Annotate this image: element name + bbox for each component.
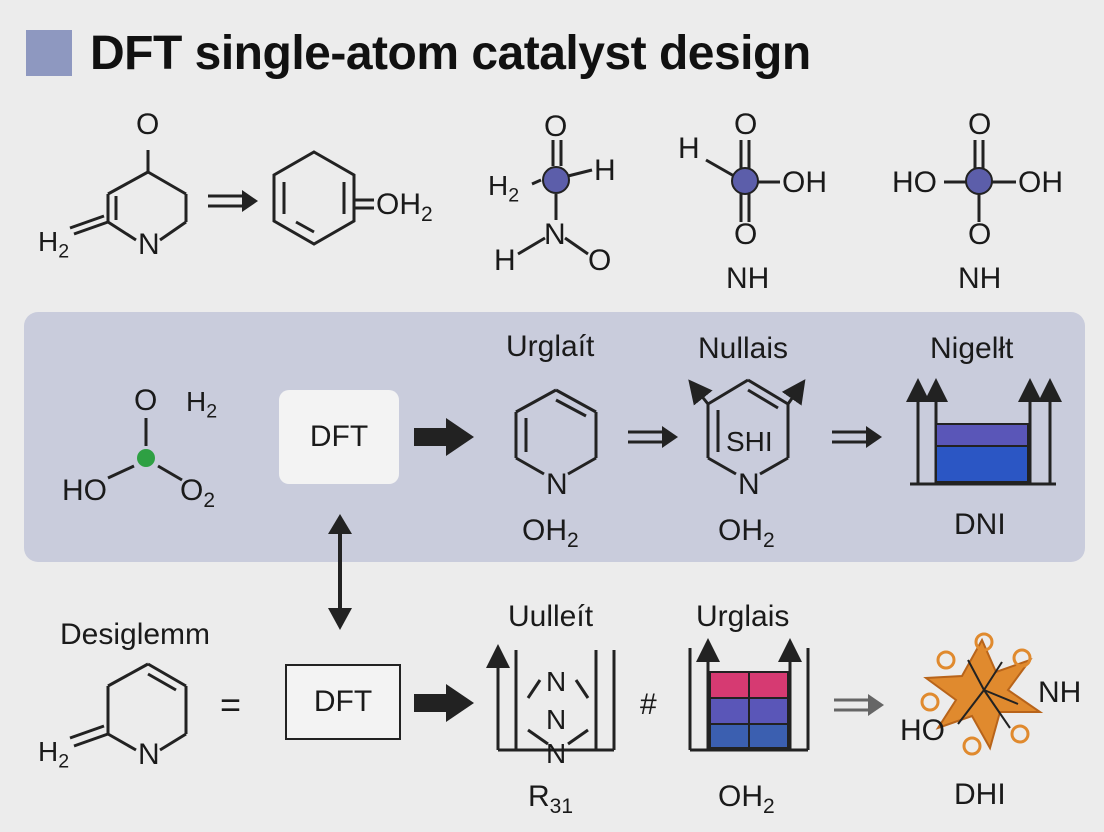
mol5-structure bbox=[944, 140, 1016, 222]
mol4-o-bottom-label: O bbox=[734, 218, 758, 251]
mol3-structure bbox=[517, 140, 593, 256]
mol2-oh2-label: OH2 bbox=[376, 188, 433, 226]
mol5-caption: NH bbox=[958, 262, 1002, 295]
mid-double-arrow-2 bbox=[628, 426, 678, 448]
mol5-ho-label: HO bbox=[892, 166, 937, 199]
mol5-oh-label: OH bbox=[1018, 166, 1063, 199]
mol3-o-bottom-label: O bbox=[588, 244, 612, 277]
bottom-step3-caption: DHI bbox=[954, 778, 1006, 811]
dft-box-middle: DFT bbox=[279, 390, 399, 484]
bottom-row-label: Desiglemm bbox=[60, 618, 211, 651]
mol1-pyridone-structure bbox=[69, 150, 188, 242]
bottom-step1-caption: R31 bbox=[528, 780, 574, 818]
step3-caption: DNI bbox=[954, 508, 1006, 541]
mid-mol-structure bbox=[107, 418, 183, 482]
mol3-n-label: N bbox=[544, 218, 566, 251]
mol3-metal-atom-icon bbox=[542, 166, 570, 194]
bottom-column-1 bbox=[486, 644, 616, 752]
bottom-mol-h2-label: H2 bbox=[38, 736, 70, 773]
mol4-oh-label: OH bbox=[782, 166, 827, 199]
mol1-o-label: O bbox=[136, 108, 160, 141]
bottom-mol-structure bbox=[69, 662, 188, 752]
mol5-o-bottom-label: O bbox=[968, 218, 992, 251]
mol4-metal-atom-icon bbox=[731, 167, 759, 195]
mol3-o-top-label: O bbox=[544, 110, 568, 143]
mid-mol-h2-label: H2 bbox=[186, 386, 218, 423]
bottom-step2-caption: OH2 bbox=[718, 780, 775, 818]
title-square-icon bbox=[26, 30, 72, 76]
step3-title: Nigelłt bbox=[930, 332, 1014, 365]
mol4-structure bbox=[705, 140, 780, 222]
mol1-n-label: N bbox=[138, 228, 160, 261]
bottom-step3-nh-label: NH bbox=[1038, 676, 1082, 709]
mid-arrow-1 bbox=[414, 418, 474, 456]
mol3-h-bottom-label: H bbox=[494, 244, 516, 277]
vertical-double-arrow bbox=[328, 514, 352, 630]
mid-mol-ho-label: HO bbox=[62, 474, 107, 507]
mol4-o-top-label: O bbox=[734, 108, 758, 141]
step1-n-label: N bbox=[546, 468, 568, 501]
step1-caption: OH2 bbox=[522, 514, 579, 552]
bottom-step1-n-mid: N bbox=[546, 704, 567, 735]
mol2-benzene-structure bbox=[272, 150, 374, 246]
mid-green-atom-icon bbox=[137, 449, 155, 467]
bottom-double-arrow bbox=[834, 694, 884, 716]
step2-n-label: N bbox=[738, 468, 760, 501]
equals-sign: = bbox=[220, 684, 242, 725]
mol5-o-top-label: O bbox=[968, 108, 992, 141]
hash-symbol: # bbox=[640, 688, 657, 721]
mol1-h2-label: H2 bbox=[38, 226, 70, 263]
diagram-title: DFT single-atom catalyst design bbox=[90, 27, 811, 80]
bottom-step2-title: Urglais bbox=[696, 600, 790, 633]
bottom-step1-n-bot: N bbox=[546, 738, 567, 769]
mol5-metal-atom-icon bbox=[965, 167, 993, 195]
mol4-h-label: H bbox=[678, 132, 700, 165]
middle-band bbox=[24, 312, 1085, 562]
catalyst-star-icon bbox=[920, 632, 1044, 756]
mid-mol-o2-label: O2 bbox=[180, 474, 216, 512]
bottom-arrow-1 bbox=[414, 684, 474, 722]
step1-title: Urglaít bbox=[506, 330, 595, 363]
step2-ring-label: SHI bbox=[726, 426, 773, 457]
mid-double-arrow-3 bbox=[832, 426, 882, 448]
top-double-arrow-1 bbox=[208, 190, 258, 212]
bottom-step1-title: Uulleít bbox=[508, 600, 594, 633]
dft-box-bottom: DFT bbox=[285, 664, 401, 740]
bottom-mol-n-label: N bbox=[138, 738, 160, 771]
reactor-layer-blue bbox=[935, 445, 1029, 483]
mid-ring-structure bbox=[688, 378, 806, 476]
step2-title: Nullais bbox=[698, 332, 789, 365]
bottom-step1-n-top: N bbox=[546, 666, 567, 697]
pyridine-structure bbox=[514, 388, 598, 476]
mol3-h-label: H bbox=[594, 154, 616, 187]
bottom-step3-ho-label: HO bbox=[900, 714, 945, 747]
mol4-caption: NH bbox=[726, 262, 770, 295]
mol3-h2-label: H2 bbox=[488, 170, 520, 207]
bottom-column-2 bbox=[688, 638, 810, 752]
reactor-layer-violet bbox=[935, 423, 1029, 447]
step2-caption: OH2 bbox=[718, 514, 775, 552]
mid-mol-o-label: O bbox=[134, 384, 158, 417]
